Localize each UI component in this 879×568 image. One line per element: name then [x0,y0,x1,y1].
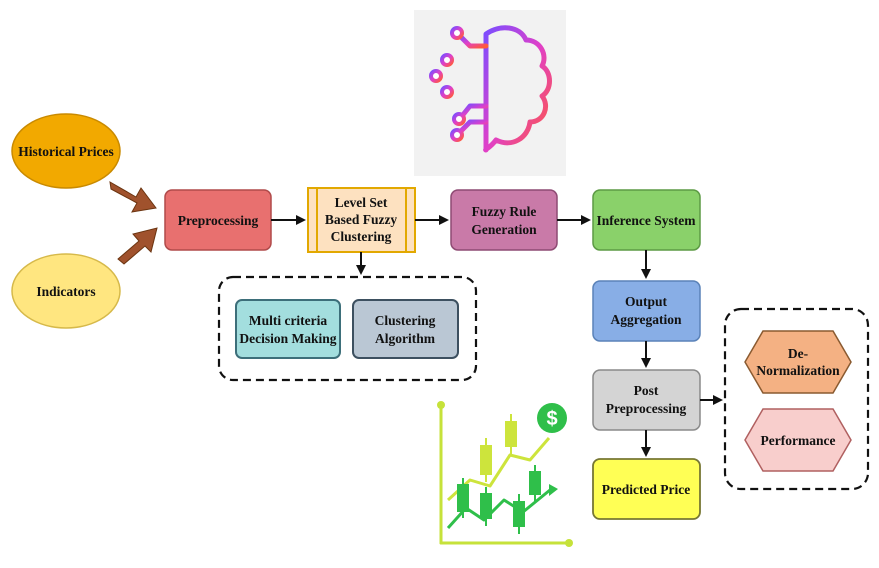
predicted-price-label: Predicted Price [602,482,691,497]
preprocessing-label: Preprocessing [178,213,259,228]
clustering-alg-label-2: Algorithm [375,331,436,346]
inference-label: Inference System [596,213,696,228]
denorm-label-1: De- [788,346,808,361]
fuzzy-rule-label-1: Fuzzy Rule [472,204,537,219]
post-preprocessing-node [592,369,701,431]
clustering-alg-label-1: Clustering [375,313,436,328]
level-set-clustering-node [307,187,416,253]
input-arrow-indicators [117,227,158,265]
level-set-label-2: Based Fuzzy [325,212,398,227]
denormalization-node [744,330,852,394]
dollar-symbol: $ [546,408,557,430]
fuzzy-rule-node [450,189,558,251]
fuzzy-rule-label-2: Generation [471,222,537,237]
mcdm-node [235,299,341,359]
circuit-brain-icon [414,10,566,176]
level-set-label-3: Clustering [331,229,392,244]
clustering-options-group [217,275,478,382]
mcdm-label-2: Decision Making [239,331,336,346]
performance-node [744,408,852,472]
post-pre-label-2: Preprocessing [606,401,687,416]
historical-prices-label: Historical Prices [18,144,114,159]
output-agg-label-1: Output [625,294,668,309]
output-aggregation-node [592,280,701,342]
indicators-label: Indicators [36,284,95,299]
mcdm-label-1: Multi criteria [249,313,328,328]
indicators-node [11,253,121,329]
clustering-algorithm-node [352,299,459,359]
denorm-label-2: Normalization [756,363,840,378]
post-pre-label-1: Post [634,383,659,398]
historical-prices-node [11,113,121,189]
output-agg-label-2: Aggregation [611,312,682,327]
input-arrow-historical [109,181,157,213]
postprocessing-options-group [723,307,870,491]
predicted-price-node [592,458,701,520]
candlestick-growth-chart-icon: $ [437,401,573,547]
performance-label: Performance [761,433,836,448]
level-set-label-1: Level Set [335,195,388,210]
